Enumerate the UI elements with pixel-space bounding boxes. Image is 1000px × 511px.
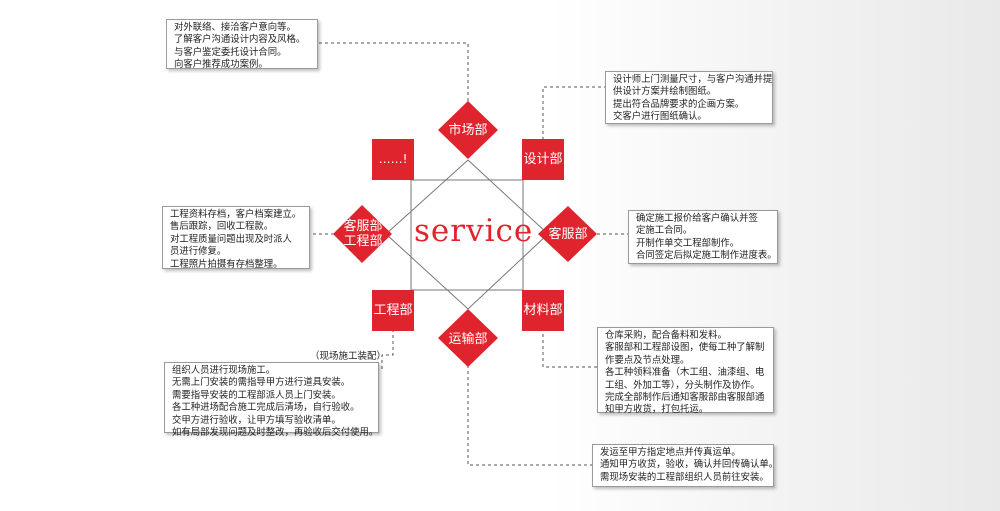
info-line: 开制作单交工程部制作。 bbox=[636, 237, 740, 249]
info-box-transport: 发运至甲方指定地点并传真运单。 通知甲方收货，验收，确认并回传确认单。 需现场安… bbox=[592, 444, 779, 487]
info-line: 无需上门安装的需指导甲方进行道具安装。 bbox=[172, 377, 351, 389]
node-service-left[interactable] bbox=[333, 205, 392, 263]
node-service-right[interactable] bbox=[538, 206, 597, 262]
info-line: 提出符合品牌要求的企画方案。 bbox=[613, 98, 745, 110]
info-box-materials: 仓库采购，配合备料和发料。 客服部和工程部设图，使每工种了解制 作要点及节点处理… bbox=[597, 327, 774, 416]
info-line: 作要点及节点处理。 bbox=[605, 354, 690, 366]
info-box-market: 对外联络、接洽客户意向等。 了解客户沟通设计内容及风格。 与客户鉴定委托设计合同… bbox=[166, 19, 318, 71]
info-box-engineering: 组织人员进行现场施工。 无需上门安装的需指导甲方进行道具安装。 需要指导安装的工… bbox=[164, 362, 379, 438]
node-materials[interactable] bbox=[522, 290, 564, 331]
info-line: 员进行修复。 bbox=[170, 246, 227, 258]
node-design[interactable] bbox=[522, 139, 564, 180]
info-line: 如有局部发现问题及时整改，再验收后交付使用。 bbox=[172, 427, 379, 439]
node-transport[interactable] bbox=[438, 309, 498, 367]
connector-engineering bbox=[381, 323, 394, 370]
connector-transport bbox=[467, 359, 592, 466]
info-line: 需现场安装的工程部组织人员前往安装。 bbox=[600, 471, 769, 483]
info-line: 仓库采购，配合备料和发料。 bbox=[605, 330, 727, 341]
onsite-assembly-note: （现场施工装配） bbox=[310, 351, 387, 362]
info-line: 交甲方进行验收，让甲方填写验收清单。 bbox=[172, 414, 341, 426]
info-box-design: 设计师上门测量尺寸，与客户沟通并提 供设计方案并绘制图纸。 提出符合品牌要求的企… bbox=[605, 71, 773, 124]
info-line: 需要指导安装的工程部派人员上门安装。 bbox=[172, 389, 341, 401]
info-line: 向客户推荐成功案例。 bbox=[174, 59, 268, 71]
node-market[interactable] bbox=[438, 101, 498, 159]
info-line: 与客户鉴定委托设计合同。 bbox=[174, 46, 287, 58]
info-line: 工组、外加工等），分头制作及协作。 bbox=[605, 379, 760, 391]
info-line: 定施工合同。 bbox=[636, 225, 693, 237]
info-line: 发运至甲方指定地点并传真运单。 bbox=[600, 447, 741, 458]
node-etc[interactable] bbox=[372, 139, 414, 180]
info-box-service-left: 工程资料存档，客户档案建立。 售后跟踪，回收工程款。 对工程质量问题出现及时派人… bbox=[162, 206, 310, 270]
info-line: 工程照片拍摄有存档整理。 bbox=[170, 258, 283, 270]
info-line: 供设计方案并绘制图纸。 bbox=[613, 86, 717, 98]
info-box-service-right: 确定施工报价给客户确认并签 定施工合同。 开制作单交工程部制作。 合同签定后拟定… bbox=[628, 210, 778, 264]
info-line: 合同签定后拟定施工制作进度表。 bbox=[636, 250, 777, 262]
info-line: 通知甲方收货，验收，确认并回传确认单。 bbox=[600, 459, 779, 471]
node-engineering[interactable] bbox=[372, 290, 414, 331]
info-line: 各工种进场配合施工完成后清场，自行验收。 bbox=[172, 402, 360, 414]
info-line: 知甲方收货，打包托运。 bbox=[605, 404, 709, 416]
connector-market bbox=[318, 42, 469, 101]
connector-materials bbox=[542, 322, 597, 368]
center-service-word: service bbox=[414, 213, 534, 249]
info-line: 工程资料存档，客户档案建立。 bbox=[170, 209, 302, 220]
info-line: 各工种领料准备（木工组、油漆组、电 bbox=[605, 367, 765, 379]
info-line: 设计师上门测量尺寸，与客户沟通并提 bbox=[613, 74, 773, 85]
info-line: 对工程质量问题出现及时派人 bbox=[170, 233, 292, 245]
info-line: 确定施工报价给客户确认并签 bbox=[636, 213, 758, 224]
connector-design bbox=[542, 86, 605, 146]
info-line: 了解客户沟通设计内容及风格。 bbox=[174, 34, 306, 46]
info-line: 售后跟踪，回收工程款。 bbox=[170, 221, 274, 233]
info-line: 对外联络、接洽客户意向等。 bbox=[174, 22, 296, 33]
info-line: 客服部和工程部设图，使每工种了解制 bbox=[605, 342, 765, 354]
info-line: 组织人员进行现场施工。 bbox=[172, 365, 276, 376]
info-line: 交客户进行图纸确认。 bbox=[613, 111, 707, 123]
info-line: 完成全部制作后通知客服部由客服部通 bbox=[605, 392, 765, 404]
